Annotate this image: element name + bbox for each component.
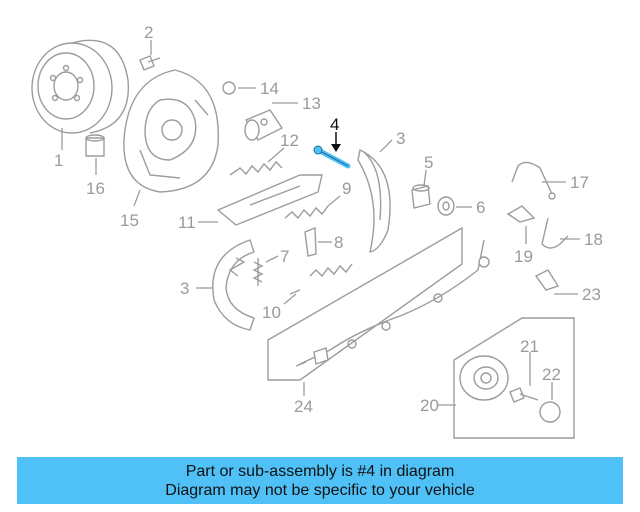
callout-6: 6 <box>476 198 485 217</box>
part-15-backing-plate <box>123 69 220 193</box>
callout-3b: 3 <box>180 279 189 298</box>
callout-4: 4 <box>330 115 339 134</box>
part-22-cap <box>539 401 561 423</box>
callout-21: 21 <box>520 337 539 356</box>
callout-16: 16 <box>86 179 105 198</box>
part-4-adjuster <box>313 145 351 169</box>
part-2-bolt <box>139 55 161 71</box>
callout-2: 2 <box>144 23 153 42</box>
part-12-spring <box>229 160 283 176</box>
part-5-bushing <box>411 184 431 209</box>
callout-12: 12 <box>280 131 299 150</box>
callout-9: 9 <box>342 179 351 198</box>
callout-5: 5 <box>424 153 433 172</box>
callout-1: 1 <box>54 151 63 170</box>
callout-22: 22 <box>542 365 561 384</box>
part-8-clip <box>304 226 317 257</box>
part-21-bolt <box>509 387 539 403</box>
part-14-plug <box>222 81 236 95</box>
part-18-brake-line <box>541 217 569 249</box>
part-10-spring <box>289 263 353 295</box>
part-17-brake-hose <box>511 161 556 200</box>
callout-20: 20 <box>420 396 439 415</box>
callout-3a: 3 <box>396 129 405 148</box>
part-24-parking-cable <box>267 226 490 381</box>
caption-bar: Part or sub-assembly is #4 in diagram Di… <box>17 457 623 504</box>
callout-11: 11 <box>178 213 196 232</box>
caption-line-1: Part or sub-assembly is #4 in diagram <box>185 462 455 480</box>
parts-diagram: 1 2 3 3 4 5 6 7 8 9 10 11 12 13 14 15 16… <box>31 23 603 439</box>
part-20-hub-assembly <box>453 317 575 439</box>
part-9-spring <box>284 205 329 220</box>
part-19-bracket <box>506 205 536 223</box>
part-3-brake-shoe-right <box>357 148 391 253</box>
callout-24: 24 <box>294 397 313 416</box>
callout-23: 23 <box>582 285 601 304</box>
callout-19: 19 <box>514 247 533 266</box>
part-3-brake-shoe-left <box>212 239 255 331</box>
part-6-cap <box>437 196 455 216</box>
callout-10: 10 <box>262 303 281 322</box>
callout-15: 15 <box>120 211 139 230</box>
callout-17: 17 <box>570 173 589 192</box>
callout-7: 7 <box>280 247 289 266</box>
part-11-lever <box>216 174 323 226</box>
part-13-wheel-cylinder <box>244 109 284 141</box>
caption-line-2: Diagram may not be specific to your vehi… <box>165 481 475 499</box>
part-7-spring <box>252 258 264 286</box>
callout-13: 13 <box>302 94 321 113</box>
callout-8: 8 <box>334 233 343 252</box>
part-16-grommet <box>85 134 105 157</box>
callout-18: 18 <box>584 230 603 249</box>
callout-14: 14 <box>260 79 279 98</box>
part-1-brake-drum <box>31 39 130 134</box>
part-23-clip <box>534 269 560 291</box>
